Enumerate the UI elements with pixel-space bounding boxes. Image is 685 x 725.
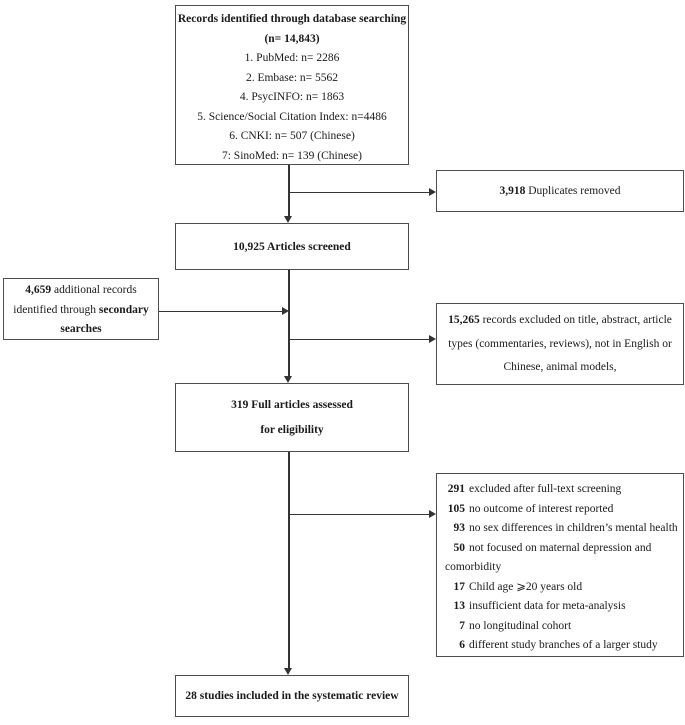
title-abstract-excluded-line2: types (commentaries, reviews), not in En… <box>448 337 672 350</box>
duplicates-removed-box: 3,918 Duplicates removed <box>436 170 684 212</box>
source-sinomed: 7: SinoMed: n= 139 (Chinese) <box>221 149 362 162</box>
articles-screened-box: 10,925 Articles screened <box>175 223 409 270</box>
secondary-searches-box: 4,659 additional records identified thro… <box>3 278 159 340</box>
arrowhead-to-screened <box>284 216 292 223</box>
arrowhead-to-included <box>284 668 292 675</box>
arrowhead-to-duplicates <box>429 188 436 196</box>
secondary-line2: identified through secondary <box>13 303 149 316</box>
source-pubmed: 1. PubMed: n= 2286 <box>244 52 340 64</box>
duplicates-removed-label: 3,918 Duplicates removed <box>499 185 621 197</box>
fulltext-excluded-row-continuation: comorbidity <box>445 561 502 573</box>
title-abstract-excluded-box: 15,265 records excluded on title, abstra… <box>436 303 684 385</box>
secondary-line3: searches <box>60 323 102 335</box>
arrowhead-to-eligibility <box>284 376 292 383</box>
articles-screened-label: 10,925 Articles screened <box>233 240 351 253</box>
studies-included-label: 28 studies included in the systematic re… <box>185 690 399 702</box>
connector-to-fulltext-excluded <box>289 514 429 515</box>
eligibility-line2: for eligibility <box>260 424 324 436</box>
connector-to-duplicates <box>289 192 429 193</box>
source-citation-index: 5. Science/Social Citation Index: n=4486 <box>197 110 387 123</box>
title-abstract-excluded-line3: Chinese, animal models, <box>503 361 617 373</box>
records-identified-box: Records identified through database sear… <box>175 5 409 165</box>
connector-secondary-to-spine <box>159 311 282 312</box>
secondary-line1: 4,659 additional records <box>25 284 137 296</box>
connector-screened-to-eligibility <box>288 270 290 377</box>
connector-identified-to-screened <box>288 165 290 217</box>
source-embase: 2. Embase: n= 5562 <box>245 71 339 84</box>
records-identified-count: (n= 14,843) <box>264 32 320 45</box>
records-identified-title: Records identified through database sear… <box>177 13 407 25</box>
source-cnki: 6. CNKI: n= 507 (Chinese) <box>229 130 355 142</box>
studies-included-box: 28 studies included in the systematic re… <box>175 675 409 717</box>
source-psycinfo: 4. PsycINFO: n= 1863 <box>239 91 345 103</box>
arrowhead-to-fulltext-excluded <box>429 510 436 518</box>
connector-to-title-abstract-excluded <box>289 339 429 340</box>
title-abstract-excluded-line1: 15,265 records excluded on title, abstra… <box>448 314 672 326</box>
eligibility-assessed-box: 319 Full articles assessed for eligibili… <box>175 383 409 452</box>
eligibility-line1: 319 Full articles assessed <box>231 399 353 411</box>
arrowhead-to-title-abstract-excluded <box>429 335 436 343</box>
arrowhead-secondary-to-spine <box>282 307 289 315</box>
connector-eligibility-to-included <box>288 452 290 669</box>
